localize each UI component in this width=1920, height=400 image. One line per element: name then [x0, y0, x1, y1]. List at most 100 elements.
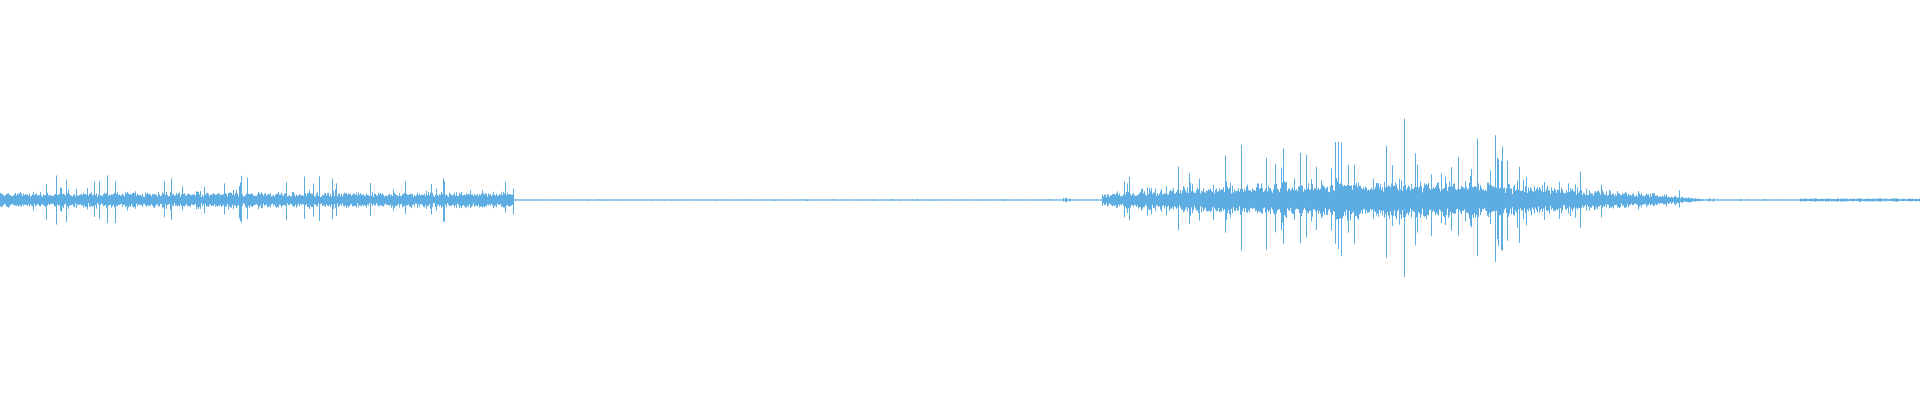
waveform-sample [872, 199, 873, 201]
waveform-sample [1122, 196, 1123, 204]
waveform-sample [658, 199, 659, 201]
waveform-sample [168, 196, 169, 205]
waveform-sample [634, 199, 635, 201]
waveform-sample [1058, 199, 1059, 201]
waveform-sample [1181, 193, 1182, 210]
waveform-sample [1579, 191, 1580, 208]
waveform-sample [508, 194, 509, 206]
waveform-sample [1695, 198, 1696, 202]
waveform-sample [8, 193, 9, 208]
waveform-sample [1800, 198, 1801, 202]
waveform-sample [730, 199, 731, 201]
waveform-sample [760, 199, 761, 201]
waveform-sample [477, 194, 478, 207]
waveform-sample [1216, 188, 1217, 212]
waveform-sample [110, 195, 111, 205]
waveform-sample [296, 194, 297, 208]
waveform-sample [123, 195, 124, 205]
waveform-sample [1224, 191, 1225, 210]
waveform-sample [1098, 199, 1099, 201]
waveform-sample [1702, 199, 1703, 201]
waveform-sample [38, 194, 39, 205]
waveform-sample [1804, 198, 1805, 202]
waveform-sample [1229, 187, 1230, 215]
waveform-sample [299, 194, 300, 207]
waveform-sample [686, 199, 687, 201]
waveform-sample [1540, 188, 1541, 211]
waveform-sample [359, 194, 360, 206]
waveform-sample [1119, 193, 1120, 207]
waveform-sample [792, 199, 793, 201]
waveform-sample [268, 194, 269, 208]
waveform-sample [1872, 198, 1873, 202]
waveform-sample [1694, 198, 1695, 202]
waveform-sample [1662, 195, 1663, 204]
waveform-sample [758, 199, 759, 201]
waveform-sample [144, 197, 145, 204]
waveform-sample [1028, 199, 1029, 201]
waveform-sample [1000, 199, 1001, 201]
waveform-sample [652, 199, 653, 201]
waveform-sample [188, 193, 189, 206]
waveform-sample [448, 196, 449, 205]
waveform-sample [1631, 195, 1632, 204]
waveform-sample [855, 199, 856, 201]
waveform-sample [452, 195, 453, 205]
waveform-sample [1322, 184, 1323, 217]
waveform-sample [362, 195, 363, 205]
waveform-sample [468, 193, 469, 207]
waveform-sample [1717, 199, 1718, 201]
waveform-sample [271, 196, 272, 205]
waveform-sample [1395, 182, 1396, 217]
waveform-sample [869, 199, 870, 201]
waveform-sample [94, 181, 95, 217]
waveform-sample [1215, 189, 1216, 210]
waveform-sample [992, 199, 993, 201]
waveform-sample [57, 194, 58, 205]
waveform-sample [1895, 198, 1896, 202]
waveform-sample [336, 183, 337, 216]
waveform-sample [891, 199, 892, 201]
waveform-sample [1683, 197, 1684, 202]
waveform-sample [301, 195, 302, 205]
waveform-sample [579, 199, 580, 201]
waveform-sample [501, 192, 502, 207]
waveform-sample [1733, 199, 1734, 201]
waveform-sample [1062, 199, 1063, 201]
waveform-sample [1205, 192, 1206, 208]
waveform-sample [880, 199, 881, 201]
waveform-sample [1268, 185, 1269, 212]
waveform-sample [487, 196, 488, 205]
waveform-sample [1049, 198, 1050, 201]
waveform-sample [915, 199, 916, 201]
waveform-sample [77, 195, 78, 205]
waveform-sample [920, 199, 921, 201]
waveform-sample [822, 199, 823, 201]
waveform-sample [847, 199, 848, 201]
waveform-sample [1131, 195, 1132, 206]
waveform-sample [1415, 153, 1416, 246]
waveform-sample [563, 199, 564, 201]
waveform-sample [1571, 190, 1572, 209]
waveform-sample [972, 199, 973, 201]
waveform-sample [797, 199, 798, 201]
waveform-sample [1321, 180, 1322, 218]
waveform-sample [80, 194, 81, 205]
waveform-sample [463, 195, 464, 206]
waveform-sample [493, 191, 494, 209]
waveform-sample [1051, 199, 1052, 201]
waveform-sample [340, 196, 341, 204]
waveform-sample [628, 199, 629, 201]
waveform-sample [515, 199, 516, 201]
waveform-sample [1031, 199, 1032, 201]
waveform-sample [146, 194, 147, 207]
waveform-sample [1875, 198, 1876, 202]
waveform-sample [21, 193, 22, 207]
waveform-sample [1239, 191, 1240, 207]
waveform-sample [927, 199, 928, 201]
waveform-sample [482, 190, 483, 208]
waveform-sample [1878, 198, 1879, 202]
waveform-sample [1505, 192, 1506, 208]
waveform-sample [181, 194, 182, 206]
waveform-sample [1751, 199, 1752, 201]
